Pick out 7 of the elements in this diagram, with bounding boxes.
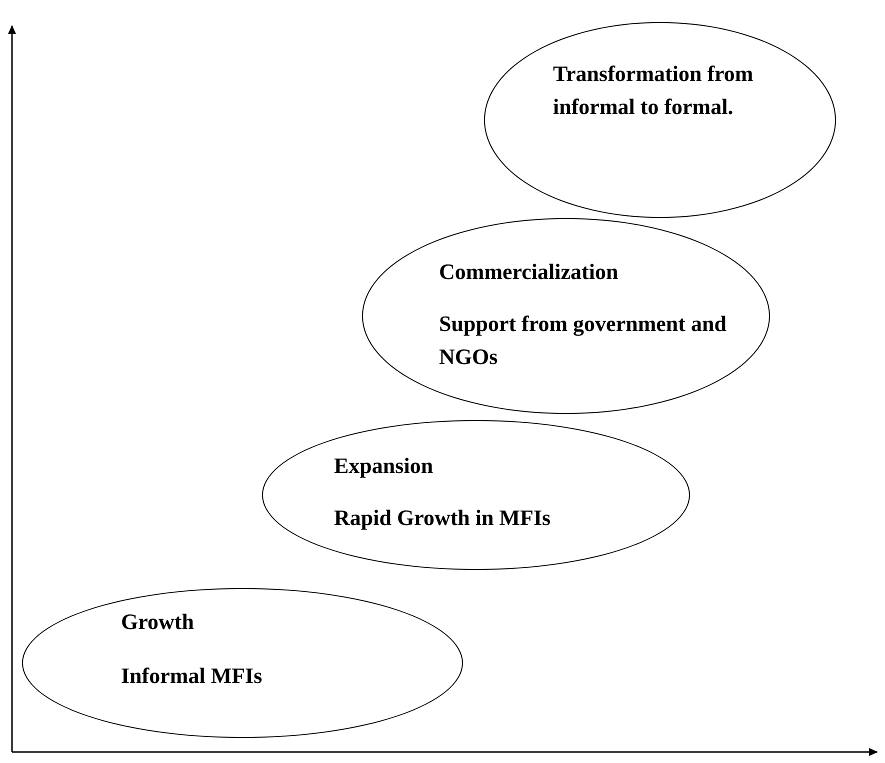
stage-description: Support from government and NGOs: [439, 310, 728, 371]
stage-title: Growth: [121, 608, 195, 636]
stage-description: Rapid Growth in MFIs: [334, 504, 552, 532]
stage-title: Expansion: [334, 452, 434, 480]
stage-title: Commercialization: [439, 258, 620, 286]
stage-description: Transformation from informal to formal.: [553, 60, 754, 121]
stage-description: Informal MFIs: [121, 662, 264, 690]
